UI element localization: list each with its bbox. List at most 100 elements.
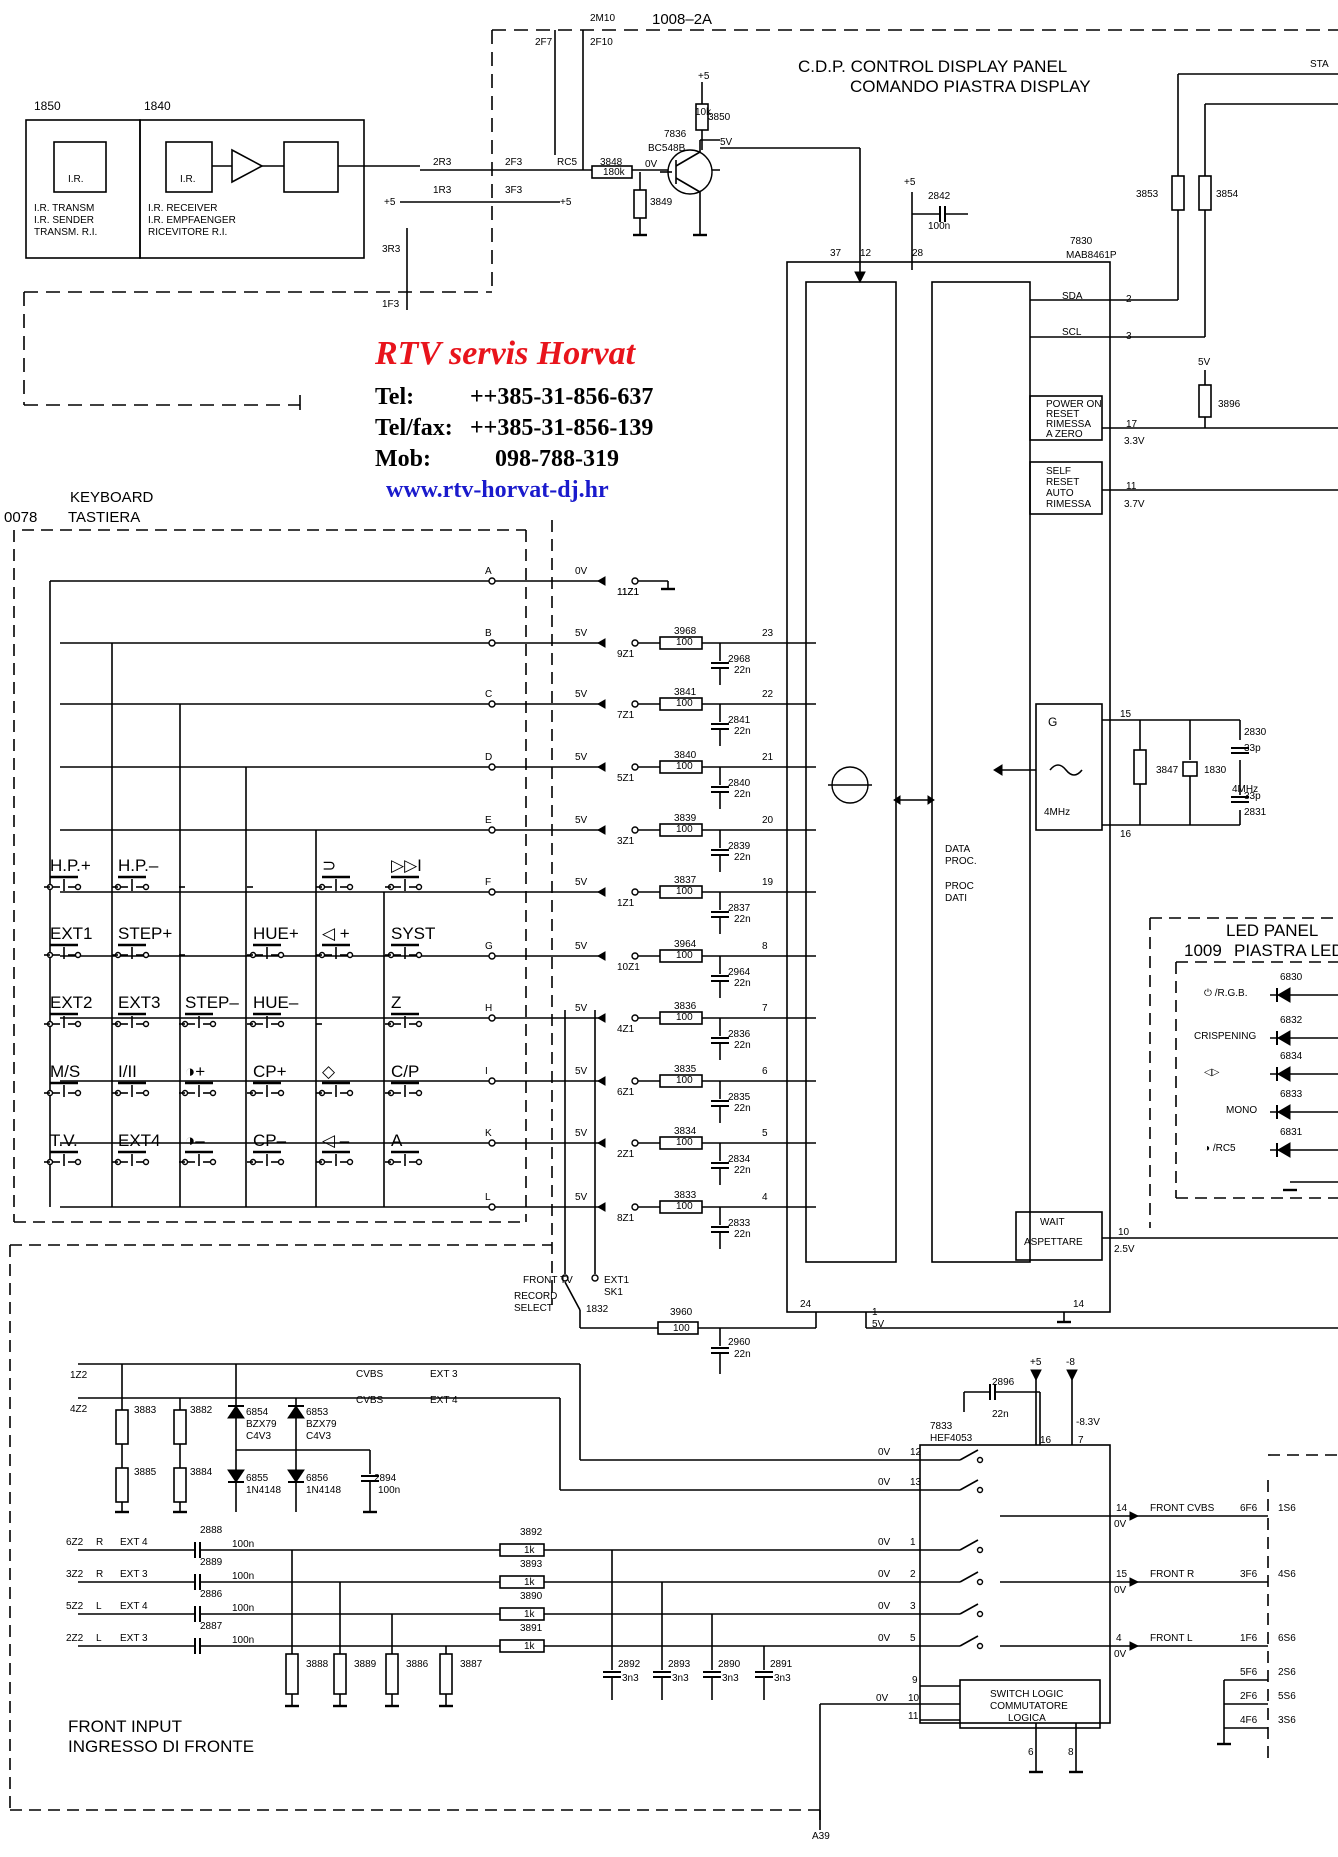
key-button[interactable]: EXT4 xyxy=(118,1131,161,1150)
wire xyxy=(959,1571,979,1583)
cap-val: 3n3 xyxy=(722,1673,739,1684)
line-terminal xyxy=(631,1077,639,1085)
ext-label: EXT 3 xyxy=(120,1633,148,1644)
conn-label: 1F3 xyxy=(382,299,400,310)
pin-label: 4 xyxy=(762,1192,768,1203)
cap-val: 22n xyxy=(992,1409,1009,1420)
cap-val: 22n xyxy=(734,726,751,737)
line-conn: 11Z1 xyxy=(617,587,640,598)
conn-label: 6F6 xyxy=(1240,1503,1258,1514)
key-button[interactable]: SYST xyxy=(391,924,436,943)
key-button[interactable]: EXT2 xyxy=(50,993,93,1012)
ir-inner: I.R. xyxy=(180,174,196,185)
pin-label: 1 xyxy=(872,1307,878,1318)
key-button[interactable]: HUE+ xyxy=(253,924,299,943)
volt-label: 0V xyxy=(878,1477,891,1488)
line-conn: 3Z1 xyxy=(617,836,635,847)
line-conn: 9Z1 xyxy=(617,649,635,660)
key-contact xyxy=(415,951,423,959)
key-button[interactable]: ◁ + xyxy=(322,924,350,943)
line-volt: 5V xyxy=(575,1192,588,1203)
key-button[interactable]: H.P.– xyxy=(118,856,159,875)
res-ref: 3896 xyxy=(1218,399,1241,410)
record-front: FRONT xyxy=(523,1275,558,1286)
line-terminal xyxy=(488,700,496,708)
line-conn: 10Z1 xyxy=(617,962,640,973)
cap-ref: 2837 xyxy=(728,903,751,914)
wait-block xyxy=(1015,1211,1103,1261)
res-ref: 3835 xyxy=(674,1064,697,1075)
ic-data-proc-block xyxy=(931,281,1031,1263)
res-ref: 3837 xyxy=(674,875,697,886)
line-letter: L xyxy=(485,1192,491,1203)
key-button[interactable]: ◁ – xyxy=(322,1131,350,1150)
res-ref: 3854 xyxy=(1216,189,1239,200)
ir-led-box xyxy=(53,141,107,193)
panel-subtitle: COMANDO PIASTRA DISPLAY xyxy=(850,77,1091,96)
key-button[interactable]: ◑– xyxy=(185,1131,205,1150)
res-val: 100 xyxy=(676,761,693,772)
conn-label: 5Z2 xyxy=(66,1601,84,1612)
cap-ref: 2892 xyxy=(618,1659,641,1670)
line-letter: F xyxy=(485,877,492,888)
res-val: 100 xyxy=(676,1012,693,1023)
panel-title: C.D.P. CONTROL DISPLAY PANEL xyxy=(798,57,1068,76)
key-button[interactable]: EXT1 xyxy=(50,924,93,943)
key-button[interactable]: A xyxy=(391,1131,403,1150)
key-contact xyxy=(277,951,285,959)
cap-val: 22n xyxy=(734,1040,751,1051)
key-button[interactable]: ▷▷I xyxy=(391,856,422,875)
key-button[interactable]: H.P.+ xyxy=(50,856,91,875)
arrow-icon xyxy=(596,1138,606,1148)
cap-val: 22n xyxy=(734,665,751,676)
key-button[interactable]: T.V. xyxy=(50,1131,78,1150)
resistor-3889 xyxy=(333,1653,347,1695)
pin-label: 14 xyxy=(1116,1503,1128,1514)
key-button[interactable]: CP– xyxy=(253,1131,287,1150)
cap-val: 22n xyxy=(734,978,751,989)
key-button[interactable]: CP+ xyxy=(253,1062,287,1081)
key-button[interactable]: ◇ xyxy=(322,1062,336,1081)
diode-ref: 6853 xyxy=(306,1407,329,1418)
res-val: 180k xyxy=(603,167,625,178)
key-button[interactable]: ⊃ xyxy=(322,856,337,875)
key-button[interactable]: STEP– xyxy=(185,993,239,1012)
led-ref: 6830 xyxy=(1280,972,1303,983)
switch-contact xyxy=(976,1546,984,1554)
key-button[interactable]: M/S xyxy=(50,1062,81,1081)
resistor-3960 xyxy=(657,1321,699,1335)
resistor-3888 xyxy=(285,1653,299,1695)
line-letter: I xyxy=(485,1066,488,1077)
conn-label: 4S6 xyxy=(1278,1569,1296,1580)
line-terminal xyxy=(631,952,639,960)
key-button[interactable]: Z xyxy=(391,993,402,1012)
block-text: RESET xyxy=(1046,477,1080,488)
res-ref: 3890 xyxy=(520,1591,543,1602)
key-button[interactable]: STEP+ xyxy=(118,924,173,943)
volt-label: 0V xyxy=(645,159,658,170)
key-button[interactable]: C/P xyxy=(391,1062,420,1081)
line-terminal xyxy=(488,1014,496,1022)
volt-label: +5 xyxy=(904,177,916,188)
line-terminal xyxy=(631,826,639,834)
cvbs-label: CVBS xyxy=(356,1395,384,1406)
line-letter: K xyxy=(485,1128,492,1139)
resistor-3885 xyxy=(115,1467,129,1503)
pin-label: 28 xyxy=(912,248,924,259)
mux-7833 xyxy=(919,1444,1111,1724)
volt-label: 0V xyxy=(1114,1649,1127,1660)
arrow-icon xyxy=(596,1076,606,1086)
conn-label: 3S6 xyxy=(1278,1715,1296,1726)
line-terminal xyxy=(631,1014,639,1022)
conn-label: 2Z2 xyxy=(66,1633,84,1644)
resistor-3893 xyxy=(499,1575,545,1589)
key-button[interactable]: EXT3 xyxy=(118,993,161,1012)
key-button[interactable]: HUE– xyxy=(253,993,299,1012)
contact-telfax-label: Tel/fax: xyxy=(375,415,453,441)
res-val: 100 xyxy=(676,1075,693,1086)
cap-val: 3n3 xyxy=(622,1673,639,1684)
key-button[interactable]: ◑+ xyxy=(185,1062,206,1081)
key-button[interactable]: I/II xyxy=(118,1062,137,1081)
diode-part: C4V3 xyxy=(246,1431,272,1442)
